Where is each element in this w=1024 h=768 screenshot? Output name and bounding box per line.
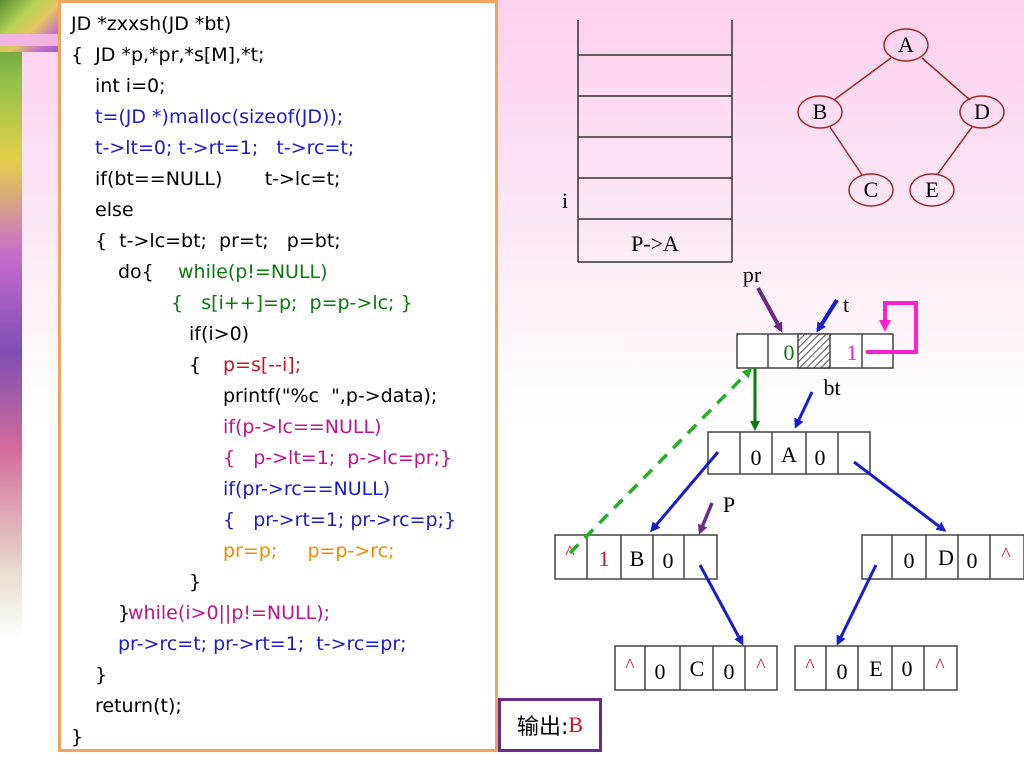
stack-index-label: i	[562, 188, 568, 213]
node-b-lt: 1	[599, 546, 610, 571]
code-line: printf("%c ",p->data);	[223, 385, 438, 407]
pointer-p-label: P	[723, 492, 735, 517]
node-c-lt: 0	[655, 659, 666, 684]
code-line: t=(JD *)malloc(sizeof(JD));	[95, 106, 344, 128]
code-line: t->lt=0; t->rt=1; t->rc=t;	[95, 137, 355, 159]
code-line: return(t);	[95, 695, 182, 717]
stack-bottom-entry: P->A	[631, 231, 679, 256]
node-c-rt: 0	[724, 659, 735, 684]
tree-node-b	[797, 95, 843, 129]
code-line: int i=0;	[95, 75, 166, 97]
tree-node-e-label: E	[925, 177, 938, 202]
thread-b-to-header-arrow	[568, 367, 753, 555]
tree-node-d	[959, 95, 1005, 129]
code-line: pr->rc=t; pr->rt=1; t->rc=pr;	[118, 633, 407, 655]
tree-node-a-label: A	[898, 32, 914, 57]
linked-node-e: ^ 0 E 0 ^	[794, 645, 958, 691]
pointer-bt-arrow	[794, 391, 814, 429]
pointer-bt-label: bt	[823, 375, 840, 400]
linked-node-a: 0 A 0	[707, 431, 871, 475]
code-line: }	[189, 571, 202, 593]
node-a-lt: 0	[751, 445, 762, 470]
node-d-data: D	[938, 545, 954, 570]
tree-node-e	[909, 173, 955, 207]
node-a-rt: 0	[815, 445, 826, 470]
code-line: { pr->rt=1; pr->rc=p;}	[223, 509, 457, 531]
decorative-side-strip	[0, 0, 22, 640]
code-line: while(p!=NULL)	[178, 261, 328, 283]
code-line: { s[i++]=p; p=p->lc; }	[171, 292, 413, 314]
pointer-pr-arrow	[756, 287, 783, 333]
pointer-t-arrow	[816, 298, 839, 333]
output-label: 输出:	[516, 715, 569, 740]
code-panel: JD *zxxsh(JD *bt) { JD *p,*pr,*s[M],*t; …	[58, 0, 498, 752]
tree-node-d-label: D	[974, 99, 990, 124]
node-d-rc: ^	[1001, 544, 1011, 566]
node-d-lt: 0	[904, 548, 915, 573]
code-line: {	[189, 354, 202, 376]
b-to-c-arrow	[698, 564, 744, 646]
node-c-data: C	[690, 656, 705, 681]
pointer-pr-label: pr	[743, 262, 762, 287]
code-line: }	[95, 664, 108, 686]
code-line: }	[118, 602, 131, 624]
pointer-t-label: t	[843, 292, 849, 317]
code-line: pr=p; p=p->rc;	[223, 540, 395, 562]
code-line: }	[71, 726, 84, 748]
code-line: if(p->lc==NULL)	[223, 416, 382, 438]
a-to-d-arrow	[853, 460, 947, 532]
node-b-rt: 0	[663, 548, 674, 573]
code-line: JD *zxxsh(JD *bt)	[71, 13, 232, 35]
code-line: { JD *p,*pr,*s[M],*t;	[71, 44, 265, 66]
binary-tree: A B D C E	[797, 28, 1005, 207]
tree-node-b-label: B	[813, 99, 828, 124]
output-box: 输出:B	[498, 698, 602, 752]
code-line: p=s[--i];	[223, 354, 302, 376]
linked-node-b: ^ 1 B 0	[554, 534, 718, 580]
code-line: do{	[118, 261, 154, 283]
code-line: if(bt==NULL) t->lc=t;	[95, 168, 341, 190]
node-c-rc: ^	[756, 655, 766, 677]
code-line: { p->lt=1; p->lc=pr;}	[223, 447, 453, 469]
node-e-rt: 0	[902, 656, 913, 681]
node-e-lt: 0	[837, 659, 848, 684]
node-e-lc: ^	[805, 655, 815, 677]
node-e-rc: ^	[935, 655, 945, 677]
linked-node-c: ^ 0 C 0 ^	[614, 645, 778, 691]
code-line: if(pr->rc==NULL)	[223, 478, 391, 500]
header-lt: 0	[784, 340, 795, 365]
output-value: B	[568, 712, 584, 737]
tree-node-c-label: C	[864, 177, 879, 202]
tree-node-c	[848, 173, 894, 207]
code-line: else	[95, 199, 134, 221]
header-rt: 1	[847, 340, 858, 365]
tree-node-a	[883, 28, 929, 62]
node-b-data: B	[630, 546, 645, 571]
stack: i P->A	[562, 20, 733, 263]
node-d-rt: 0	[967, 548, 978, 573]
node-c-lc: ^	[625, 655, 635, 677]
header-self-loop-arrow	[866, 301, 918, 354]
node-e-data: E	[869, 656, 882, 681]
node-a-data: A	[781, 442, 797, 467]
d-to-e-arrow	[836, 564, 878, 646]
decorative-stripe	[0, 34, 60, 46]
code-line: if(i>0)	[189, 323, 250, 345]
a-to-b-arrow	[650, 451, 720, 533]
header-node: 0 1	[736, 301, 918, 369]
linked-node-d: 0 D 0 ^	[861, 534, 1024, 580]
pointer-p-arrow	[698, 502, 714, 535]
code-line: while(i>0||p!=NULL);	[128, 602, 331, 624]
code-line: { t->lc=bt; pr=t; p=bt;	[95, 230, 341, 252]
